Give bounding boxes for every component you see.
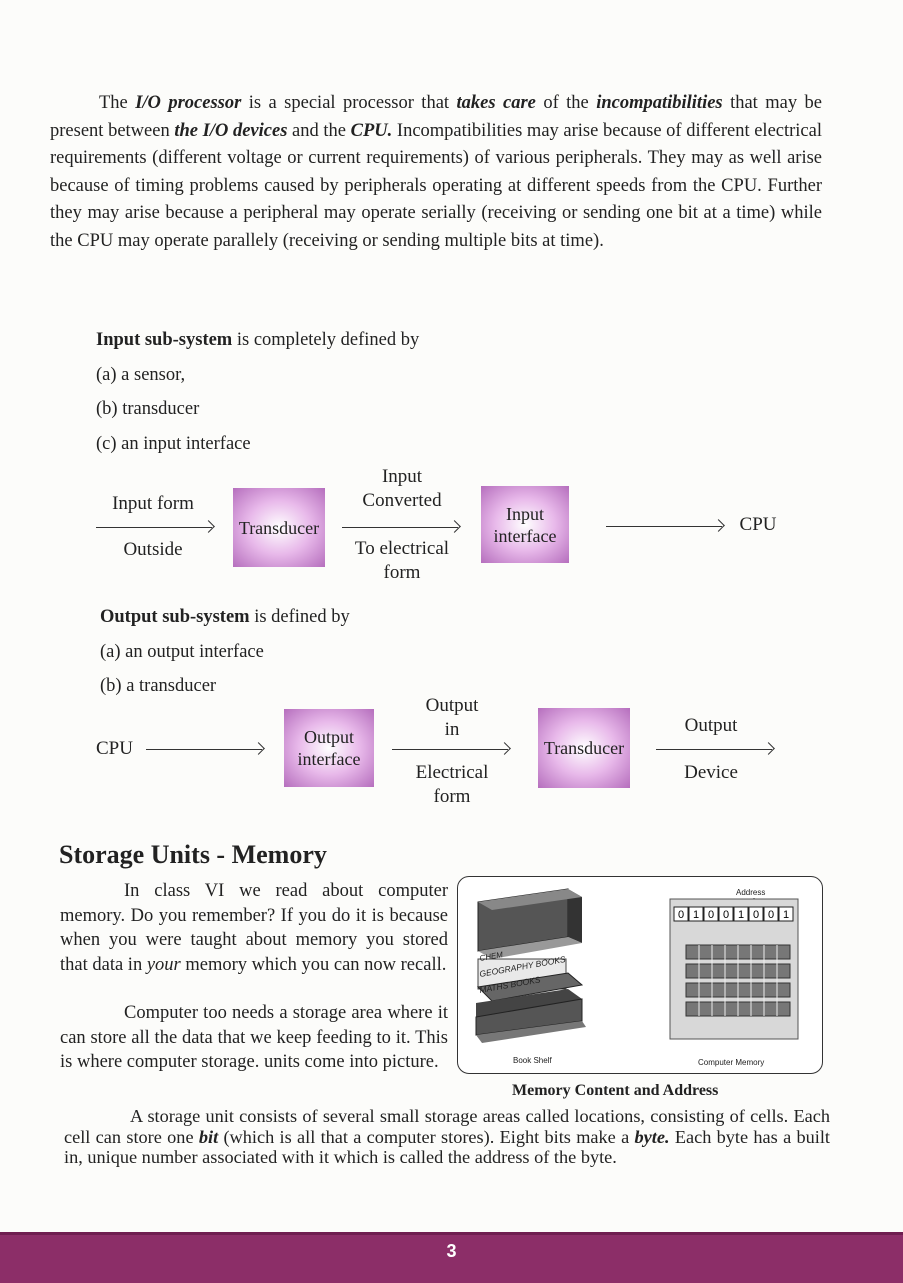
storage-paragraph-3: A storage unit consists of several small… <box>64 1106 830 1168</box>
transducer-box: Transducer <box>233 488 325 567</box>
term-byte: byte. <box>634 1126 670 1147</box>
body-text: In class VI we read about computer memor… <box>60 881 448 975</box>
intro-text: that may be present between <box>50 93 822 141</box>
bookshelf-caption: Book Shelf <box>513 1056 552 1065</box>
bookshelf-icon <box>475 888 586 1043</box>
shelf-label-chem: CHEM <box>479 950 504 963</box>
intro-text: The <box>99 93 136 113</box>
address-bit-cell <box>733 906 749 922</box>
term-bit: bit <box>198 1126 219 1147</box>
outside-label: Outside <box>123 539 183 560</box>
list-item: (b) transducer <box>96 399 200 419</box>
term-cpu: CPU. <box>350 120 393 141</box>
input-form-label: Input form <box>112 493 194 514</box>
body-text: memory which you can now recall. <box>180 954 447 975</box>
storage-paragraph-2: Computer too needs a storage area where … <box>60 1001 448 1075</box>
transducer-label: Transducer <box>543 738 625 758</box>
arrow <box>96 527 212 528</box>
output-subsystem-list: Output sub-system is defined by (a) an o… <box>100 600 350 704</box>
address-label: Address <box>736 888 765 897</box>
address-bit: 0 <box>678 909 684 921</box>
list-item: (b) a transducer <box>100 676 217 696</box>
cpu-label: CPU <box>739 514 777 535</box>
intro-text: of the <box>535 93 597 113</box>
device-label: Device <box>684 762 738 783</box>
address-bit-cell <box>673 906 689 922</box>
storage-paragraph-1: In class VI we read about computer memor… <box>60 879 448 977</box>
input-subsystem-heading-rest: is completely defined by <box>232 330 420 350</box>
cpu-label: CPU <box>96 738 133 759</box>
electrical-form-label: Electrical form <box>415 762 489 807</box>
input-subsystem-heading: Input sub-system <box>96 330 233 350</box>
memory-figure: CHEM GEOGRAPHY BOOKS MATHS BOOKS Book Sh… <box>457 876 823 1074</box>
list-item: (c) an input interface <box>96 433 251 454</box>
term-io-devices: the I/O devices <box>174 120 288 141</box>
address-bit: 0 <box>768 909 774 921</box>
intro-text: Incompatibilities may arise because of d… <box>50 120 822 251</box>
arrow <box>342 527 458 528</box>
output-subsystem-heading: Output sub-system <box>100 607 250 627</box>
intro-text: is a special processor that <box>241 93 457 113</box>
page-number: 3 <box>446 1241 457 1261</box>
term-incompatibilities: incompatibilities <box>596 93 723 113</box>
arrow <box>392 749 508 750</box>
section-title: Storage Units - Memory <box>59 840 327 869</box>
output-in-label: Output in <box>425 695 479 740</box>
input-subsystem-list: Input sub-system is completely defined b… <box>96 323 419 461</box>
memory-illustration: CHEM GEOGRAPHY BOOKS MATHS BOOKS Book Sh… <box>475 888 799 1067</box>
figure-caption: Memory Content and Address <box>512 1082 719 1099</box>
input-converted-label: Input Converted <box>362 466 442 511</box>
emphasis-your: your <box>146 954 181 975</box>
body-text: Computer too needs a storage area where … <box>60 1003 448 1072</box>
memory-caption: Computer Memory <box>698 1058 764 1067</box>
intro-paragraph: The I/O processor is a special processor… <box>50 90 822 256</box>
output-interface-box: Output interface <box>284 709 374 787</box>
page-footer <box>0 1232 903 1283</box>
body-text: (which is all that a computer stores). E… <box>218 1126 635 1147</box>
address-bit-cell <box>748 906 764 922</box>
address-bit: 1 <box>738 909 744 921</box>
arrow <box>606 526 722 527</box>
address-bit: 0 <box>723 909 729 921</box>
address-bit-cell <box>763 906 779 922</box>
body-text: Each byte has a built in, unique number … <box>64 1126 830 1168</box>
address-bit: 0 <box>753 909 759 921</box>
term-io-processor: I/O processor <box>135 93 242 113</box>
arrow <box>656 749 772 750</box>
address-bit: 0 <box>708 909 714 921</box>
body-text: A storage unit consists of several small… <box>64 1106 830 1147</box>
output-subsystem-heading-rest: is defined by <box>249 607 350 627</box>
address-bit-cell <box>688 906 704 922</box>
address-bit-cell <box>778 906 794 922</box>
address-bit: 1 <box>783 909 789 921</box>
electrical-form-label: To electrical form <box>354 538 450 583</box>
term-takes-care: takes care <box>456 93 536 113</box>
arrow <box>146 749 262 750</box>
input-interface-box: Input interface <box>481 486 569 563</box>
transducer-label: Transducer <box>238 517 320 538</box>
output-interface-label: Output interface <box>297 727 361 769</box>
list-item: (a) a sensor, <box>96 364 186 385</box>
input-interface-label: Input interface <box>493 503 557 546</box>
intro-text: and the <box>287 120 351 141</box>
list-item: (a) an output interface <box>100 641 264 662</box>
output-label: Output <box>684 715 738 736</box>
address-bit: 1 <box>693 909 699 921</box>
transducer-box: Transducer <box>538 708 630 788</box>
address-bit-cell <box>718 906 734 922</box>
address-bit-cell <box>703 906 719 922</box>
